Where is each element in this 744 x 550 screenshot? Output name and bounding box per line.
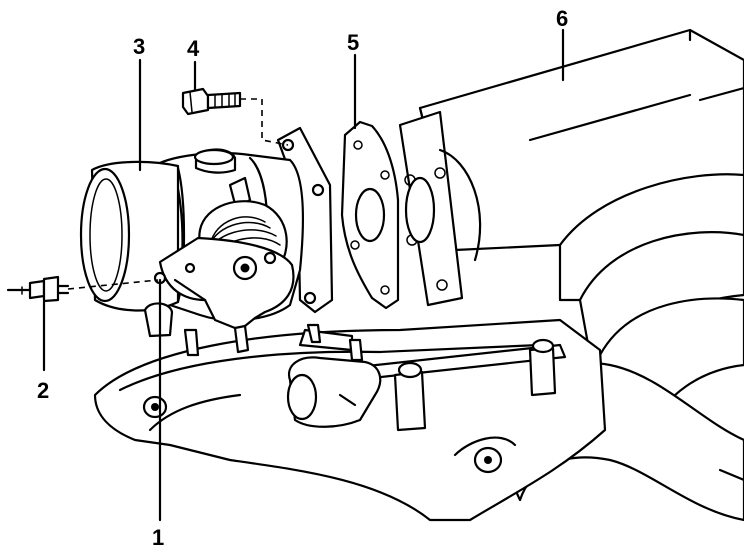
temperature-sensor (6, 275, 159, 303)
callout-3: 3 (133, 34, 145, 59)
callout-5: 5 (347, 30, 359, 55)
callout-6: 6 (556, 6, 568, 31)
leader-lines (42, 28, 565, 522)
callout-2: 2 (37, 378, 49, 403)
callout-1: 1 (152, 525, 164, 550)
throttle-body (79, 126, 334, 357)
gasket (340, 120, 400, 310)
intake-manifold (93, 28, 744, 522)
callout-labels: 1 2 3 4 5 6 (37, 6, 568, 550)
callout-4: 4 (187, 36, 200, 61)
mounting-bolt (181, 87, 289, 146)
